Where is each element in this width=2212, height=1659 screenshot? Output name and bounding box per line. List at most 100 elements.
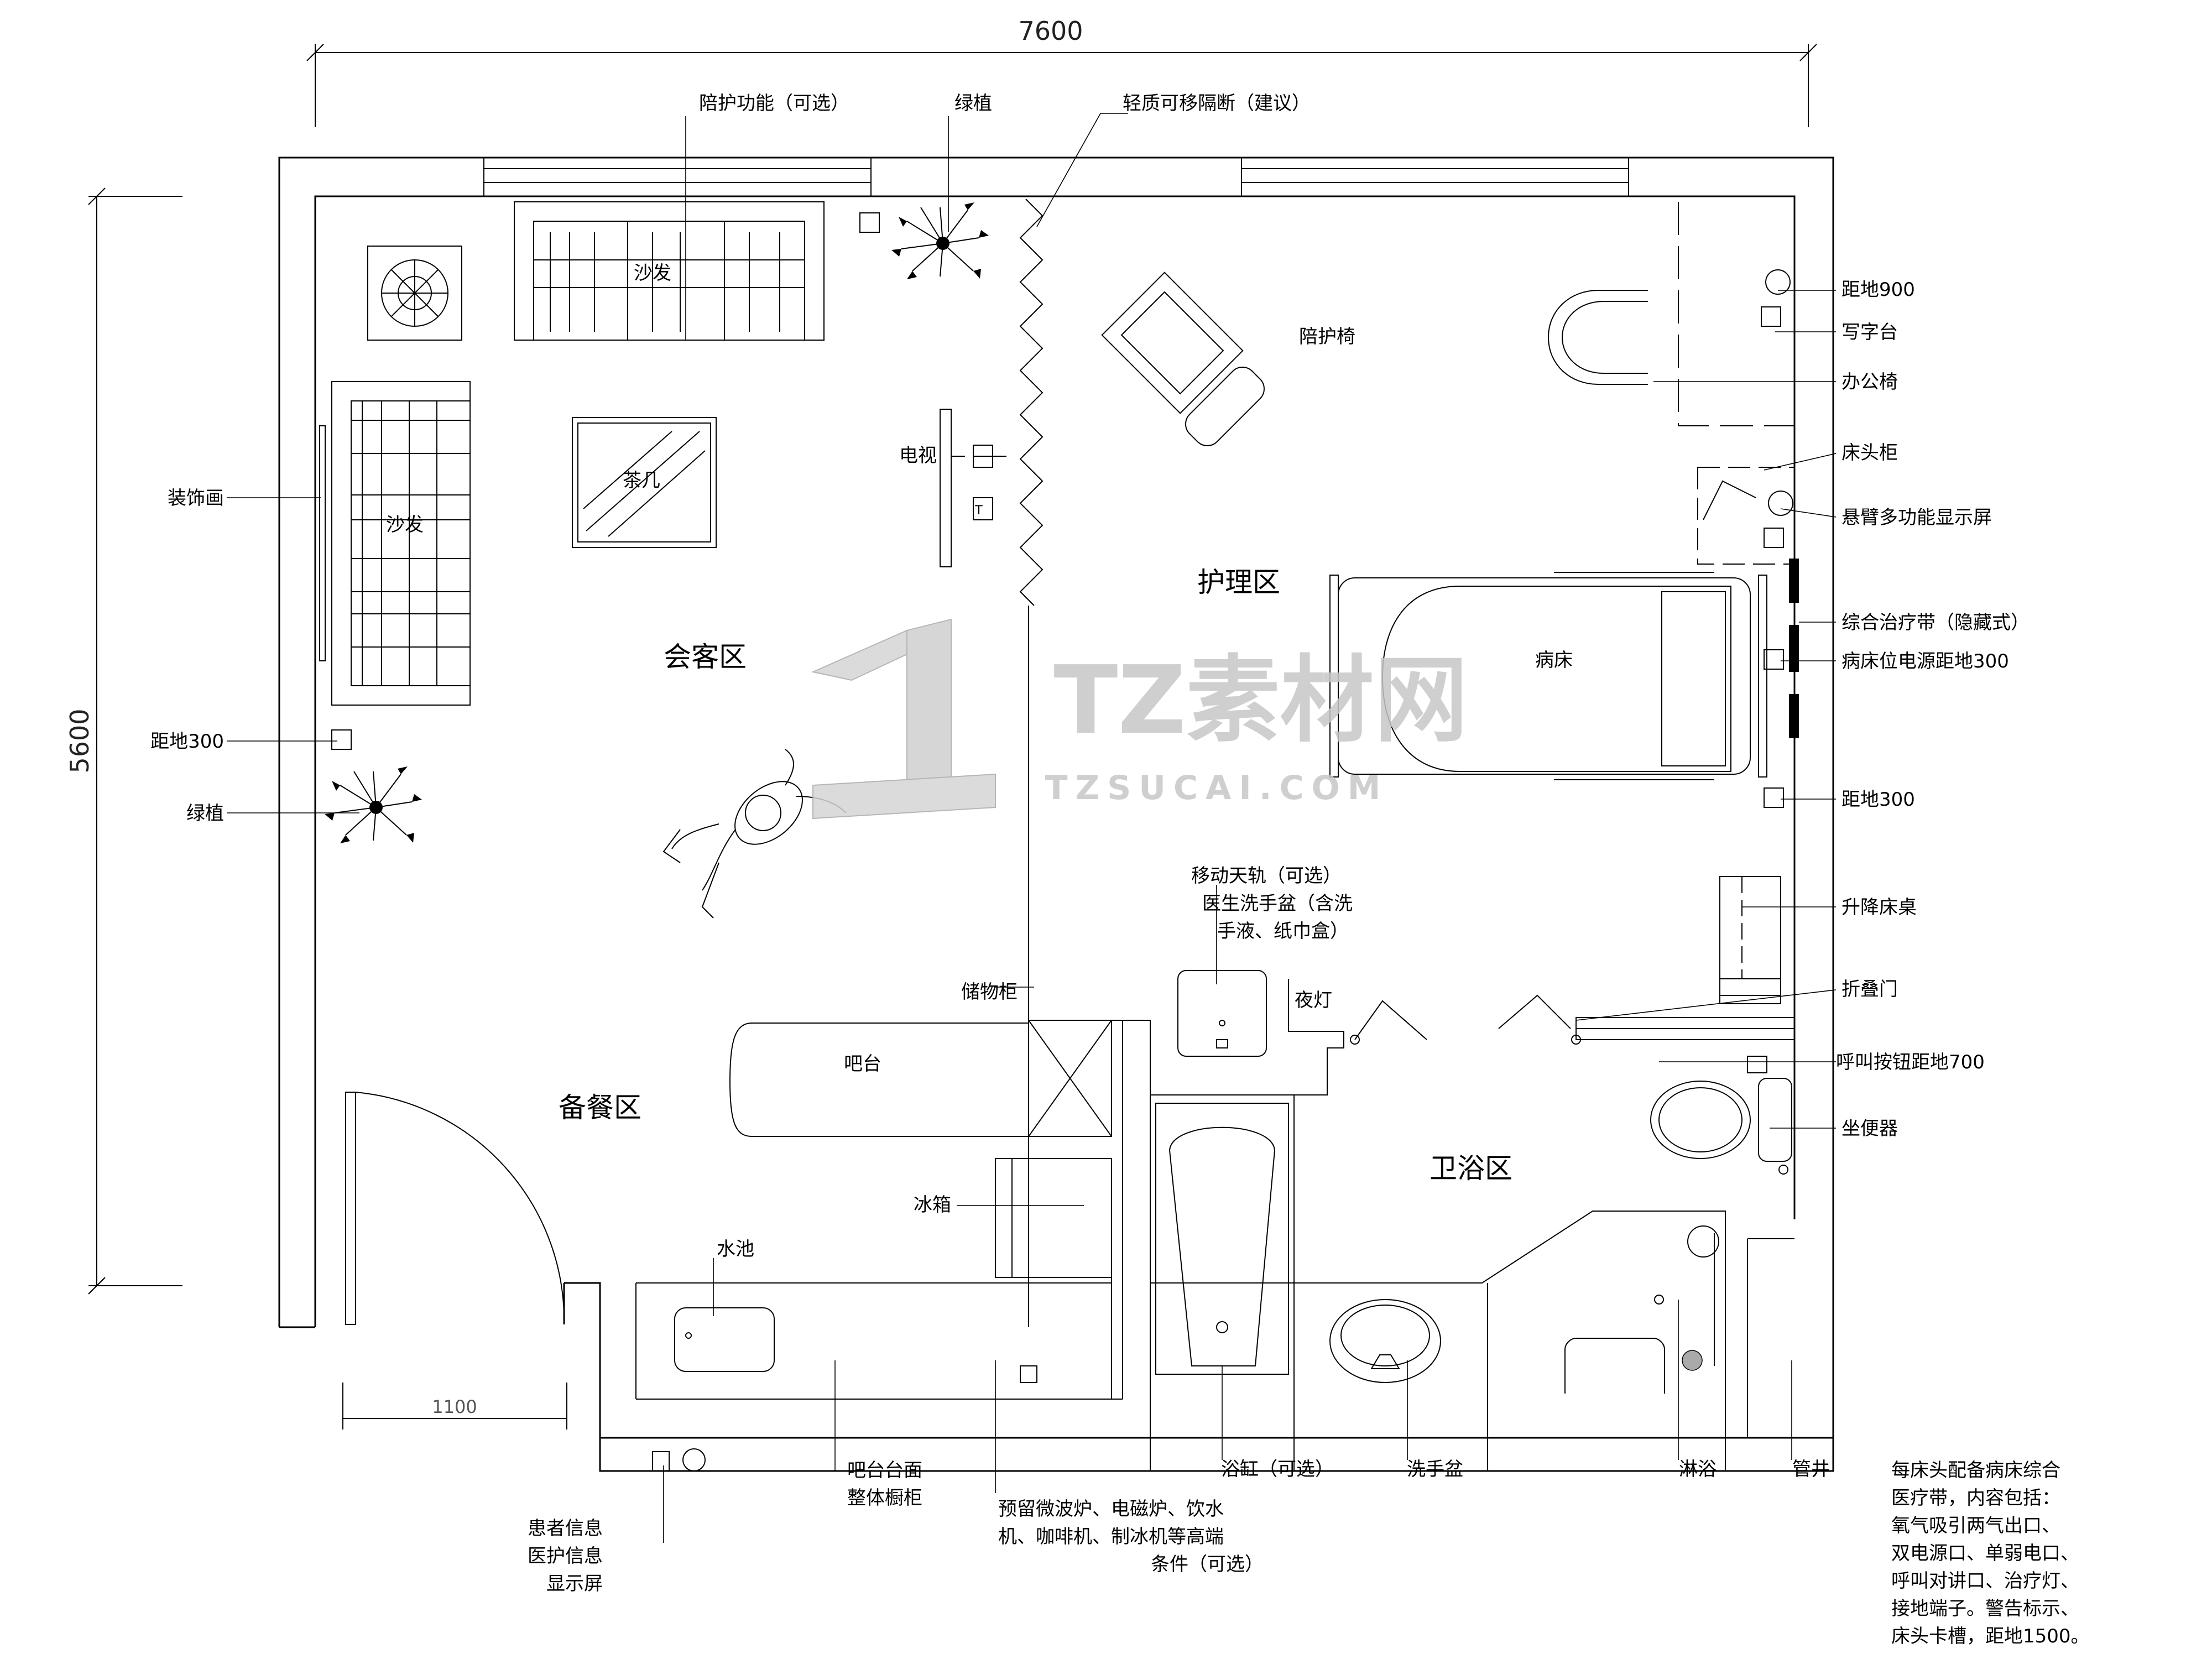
- callout-lift-table: 升降床桌: [1841, 896, 1917, 919]
- socket-right: [1764, 787, 1784, 808]
- night-light-label: 夜灯: [1295, 989, 1332, 1011]
- medical-belt-bars: [1789, 559, 1799, 738]
- plant-top-icon: [859, 202, 989, 279]
- watermark-main: TZ素材网: [1053, 646, 1468, 755]
- sofa-top: 沙发: [514, 201, 825, 341]
- coffee-table-label: 茶几: [623, 469, 660, 492]
- callout-call-button: 呼叫按钮距地700: [1836, 1051, 1985, 1073]
- entrance-door: [345, 1092, 565, 1325]
- dimension-width-label: 7600: [1018, 16, 1083, 46]
- bar-counter: 吧台: [729, 1022, 1029, 1137]
- callout-companion-function: 陪护功能（可选）: [699, 92, 849, 114]
- bathroom-walls: [1150, 979, 1795, 1471]
- bedside-cabinet: [1697, 467, 1795, 565]
- sink: [674, 1307, 775, 1372]
- hospital-bed-label: 病床: [1535, 649, 1573, 671]
- sofa-left-label: 沙发: [386, 514, 424, 536]
- dimension-door: 1100: [342, 1383, 567, 1430]
- callout-wash-basin: 洗手盆: [1407, 1458, 1463, 1480]
- note-line: 医疗带，内容包括：: [1891, 1487, 2060, 1509]
- outer-walls: [278, 156, 1834, 1472]
- fridge: [995, 1158, 1112, 1284]
- movable-partition: [1019, 199, 1044, 1327]
- socket-bed: [1764, 649, 1784, 670]
- coffee-table: 茶几: [572, 417, 717, 548]
- callout-height-300-right: 距地300: [1841, 789, 1915, 811]
- callout-bed-power: 病床位电源距地300: [1841, 650, 2009, 672]
- callout-appliances-3: 条件（可选）: [1151, 1553, 1264, 1575]
- note-line: 接地端子。警告标示、: [1891, 1598, 2079, 1620]
- lift-table: [1719, 876, 1781, 1004]
- sofa-left: 沙发: [331, 381, 471, 706]
- companion-chair-label: 陪护椅: [1299, 326, 1355, 348]
- callout-patient-info-1: 患者信息: [528, 1517, 603, 1540]
- watermark: TZ素材网 TZSUCAI.COM: [811, 618, 1468, 820]
- medical-belt-note: 每床头配备病床综合 医疗带，内容包括： 氧气吸引两气出口、 双电源口、单弱电口、…: [1891, 1459, 2090, 1647]
- zone-care-label: 护理区: [1197, 566, 1280, 598]
- callout-patient-info-2: 医护信息: [528, 1545, 603, 1567]
- dimension-door-label: 1100: [432, 1396, 477, 1417]
- tv: T 电视: [899, 409, 1006, 567]
- callout-plant-top: 绿植: [954, 92, 992, 114]
- zone-bath-label: 卫浴区: [1430, 1152, 1512, 1185]
- toilet: [1650, 1056, 1792, 1175]
- window-left: [483, 157, 872, 197]
- socket-left: [331, 729, 352, 750]
- callout-bar-counter-1: 吧台台面: [847, 1459, 922, 1481]
- callout-bathtub: 浴缸（可选）: [1221, 1458, 1334, 1480]
- callout-height-900: 距地900: [1841, 279, 1915, 301]
- tv-label: 电视: [899, 445, 937, 467]
- callout-medical-belt: 综合治疗带（隐藏式）: [1841, 612, 2030, 634]
- hospital-bed: 病床: [1329, 572, 1767, 780]
- callout-doctor-basin-1: 医生洗手盆（含洗: [1202, 893, 1353, 915]
- zone-dining-label: 备餐区: [559, 1092, 641, 1124]
- callout-decor-painting: 装饰画: [168, 487, 224, 509]
- note-line: 每床头配备病床综合: [1891, 1459, 2060, 1481]
- decor-painting: [319, 425, 326, 661]
- ac-unit: [367, 246, 462, 341]
- callout-folding-door: 折叠门: [1841, 978, 1898, 1000]
- sofa-top-label: 沙发: [634, 262, 671, 284]
- callout-bedside-cabinet: 床头柜: [1841, 442, 1898, 464]
- fridge-label: 冰箱: [914, 1194, 951, 1216]
- callout-office-chair: 办公椅: [1841, 371, 1898, 393]
- callout-height-300-left: 距地300: [150, 731, 224, 753]
- callout-plant-left: 绿植: [186, 802, 224, 825]
- callout-patient-info-3: 显示屏: [546, 1573, 603, 1595]
- bathtub: [1155, 1103, 1289, 1375]
- leader-lines: [227, 113, 1837, 1543]
- companion-chair: 陪护椅: [1101, 272, 1355, 446]
- callout-cantilever-display: 悬臂多功能显示屏: [1841, 507, 1992, 529]
- wash-basin: [1329, 1299, 1441, 1383]
- callout-sky-rail: 移动天轨（可选）: [1191, 865, 1342, 887]
- note-line: 呼叫对讲口、治疗灯、: [1891, 1570, 2079, 1592]
- sink-label: 水池: [717, 1238, 754, 1260]
- storage-label: 储物柜: [961, 981, 1018, 1003]
- person-figure: [662, 749, 847, 919]
- dimension-height-label: 5600: [65, 708, 95, 773]
- svg-text:T: T: [974, 504, 983, 518]
- window-right: [1241, 157, 1629, 197]
- plant-left-icon: [325, 766, 422, 843]
- patient-display: [652, 1448, 706, 1472]
- dimension-top: 7600: [306, 16, 1817, 127]
- callout-toilet: 坐便器: [1841, 1118, 1898, 1140]
- shower: [1564, 1225, 1719, 1394]
- callout-partition: 轻质可移隔断（建议）: [1123, 92, 1311, 114]
- storage-cabinet: [1028, 1020, 1151, 1399]
- callout-shower: 淋浴: [1679, 1458, 1717, 1480]
- folding-door: [1350, 994, 1581, 1045]
- dimension-left: 5600: [65, 187, 182, 1295]
- note-line: 氧气吸引两气出口、: [1891, 1515, 2060, 1537]
- kitchen-counter: [635, 1277, 1123, 1400]
- callout-bar-counter-2: 整体橱柜: [847, 1487, 922, 1509]
- callout-appliances-2: 机、咖啡机、制冰机等高端: [998, 1526, 1224, 1548]
- zone-living-label: 会客区: [664, 641, 747, 673]
- callout-appliances-1: 预留微波炉、电磁炉、饮水: [998, 1498, 1224, 1520]
- writing-desk: [1547, 202, 1794, 426]
- callout-writing-desk: 写字台: [1841, 321, 1898, 343]
- bar-counter-label: 吧台: [844, 1053, 881, 1075]
- watermark-sub: TZSUCAI.COM: [1045, 769, 1389, 807]
- note-line: 双电源口、单弱电口、: [1891, 1542, 2079, 1564]
